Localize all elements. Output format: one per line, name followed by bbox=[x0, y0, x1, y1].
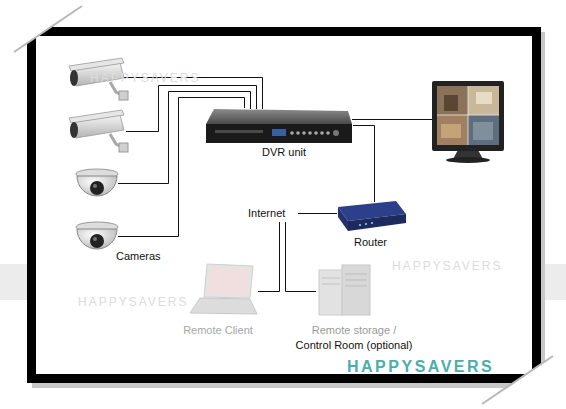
brand-logo: HAPPYSAVERS bbox=[347, 359, 494, 375]
camera-lens bbox=[70, 70, 78, 86]
camera-lens bbox=[70, 122, 78, 138]
corner-curl bbox=[482, 356, 566, 409]
router-side bbox=[338, 207, 348, 231]
monitor-grid bbox=[437, 115, 499, 116]
cable-connector bbox=[124, 98, 245, 237]
node-label: Remote storage / bbox=[254, 324, 454, 337]
watermark: HAPPYSAVERS bbox=[392, 260, 502, 272]
remote-client: Remote Client bbox=[178, 262, 258, 338]
camera-lens bbox=[90, 234, 104, 248]
monitor-frame bbox=[432, 81, 504, 151]
monitor-view bbox=[437, 115, 468, 145]
dvr-button bbox=[320, 131, 324, 135]
cable-connector bbox=[298, 213, 337, 214]
laptop-screen bbox=[204, 264, 253, 298]
remote-storage: Remote storage /Control Room (optional) bbox=[316, 262, 372, 352]
dvr-button bbox=[290, 131, 294, 135]
node-label: Remote Client bbox=[174, 324, 262, 337]
cable-connector bbox=[353, 126, 375, 203]
camera-mount bbox=[119, 91, 128, 100]
frame-shadow bbox=[32, 32, 545, 388]
router: Router bbox=[337, 202, 406, 250]
router-light bbox=[365, 223, 367, 225]
corner-curl-edge bbox=[14, 6, 82, 52]
server-slot bbox=[345, 280, 367, 281]
dvr-button bbox=[308, 131, 312, 135]
dvr-slot bbox=[215, 130, 263, 133]
laptop-base bbox=[190, 298, 257, 314]
camera-group: Cameras bbox=[66, 58, 124, 268]
dvr-display bbox=[272, 129, 286, 136]
dvr-knob bbox=[333, 130, 339, 136]
server-tower bbox=[319, 270, 343, 315]
router-device bbox=[338, 201, 406, 231]
corner-curl bbox=[0, 0, 82, 52]
node-label: Internet bbox=[248, 207, 285, 220]
monitor-view bbox=[468, 115, 499, 145]
picture-frame bbox=[27, 27, 541, 383]
lens-highlight bbox=[93, 184, 97, 188]
monitor-grid bbox=[468, 86, 469, 145]
dvr-button bbox=[296, 131, 300, 135]
storage-servers bbox=[319, 265, 370, 315]
node-label: DVR unit bbox=[262, 146, 306, 159]
lens-highlight bbox=[93, 237, 97, 241]
watermark: HAPPYSAVERS bbox=[78, 296, 188, 308]
watermark: HAPPYSAVERS bbox=[90, 72, 200, 84]
monitor-base bbox=[446, 157, 490, 163]
frame-inner bbox=[36, 36, 532, 374]
camera-lens bbox=[90, 181, 104, 195]
dome-cover bbox=[77, 229, 117, 249]
internet-cloud: Internet bbox=[246, 206, 298, 222]
dvr-button bbox=[314, 131, 318, 135]
cable-connector bbox=[286, 222, 317, 292]
monitor-figure bbox=[473, 122, 493, 140]
monitor-view bbox=[437, 86, 468, 115]
dvr-device bbox=[206, 109, 352, 143]
server-slot bbox=[322, 278, 340, 279]
connector-layer bbox=[124, 98, 375, 292]
dvr-unit: DVR unit bbox=[205, 108, 353, 160]
node-label: Cameras bbox=[116, 250, 161, 263]
camera-sunshield bbox=[69, 110, 124, 123]
server-slot bbox=[345, 274, 367, 275]
dome-camera bbox=[76, 169, 118, 196]
camera-mount bbox=[119, 143, 128, 152]
node-label: Control Room (optional) bbox=[254, 339, 454, 352]
router-light bbox=[359, 224, 361, 226]
dvr-front bbox=[206, 124, 352, 143]
box-camera bbox=[69, 110, 128, 152]
server-slot bbox=[322, 284, 340, 285]
router-front bbox=[348, 214, 406, 231]
camera-wire bbox=[118, 236, 124, 237]
laptop bbox=[190, 264, 257, 314]
dvr-button bbox=[326, 131, 330, 135]
monitor bbox=[432, 81, 504, 163]
dvr-button bbox=[302, 131, 306, 135]
dome-cover bbox=[77, 176, 117, 196]
dome-camera bbox=[76, 222, 118, 249]
monitor-figure bbox=[476, 92, 492, 104]
monitor-figure bbox=[441, 124, 461, 138]
monitor-view bbox=[468, 86, 499, 115]
laptop-display bbox=[207, 268, 249, 294]
camera-sunshield bbox=[69, 58, 124, 71]
router-light bbox=[371, 222, 373, 224]
node-label: Router bbox=[354, 236, 387, 249]
cable-connector bbox=[258, 222, 280, 292]
server-tower bbox=[342, 265, 370, 315]
server-slot bbox=[345, 286, 367, 287]
dvr-top bbox=[206, 109, 352, 124]
monitor-figure bbox=[444, 95, 458, 111]
monitor-wire bbox=[352, 119, 433, 120]
